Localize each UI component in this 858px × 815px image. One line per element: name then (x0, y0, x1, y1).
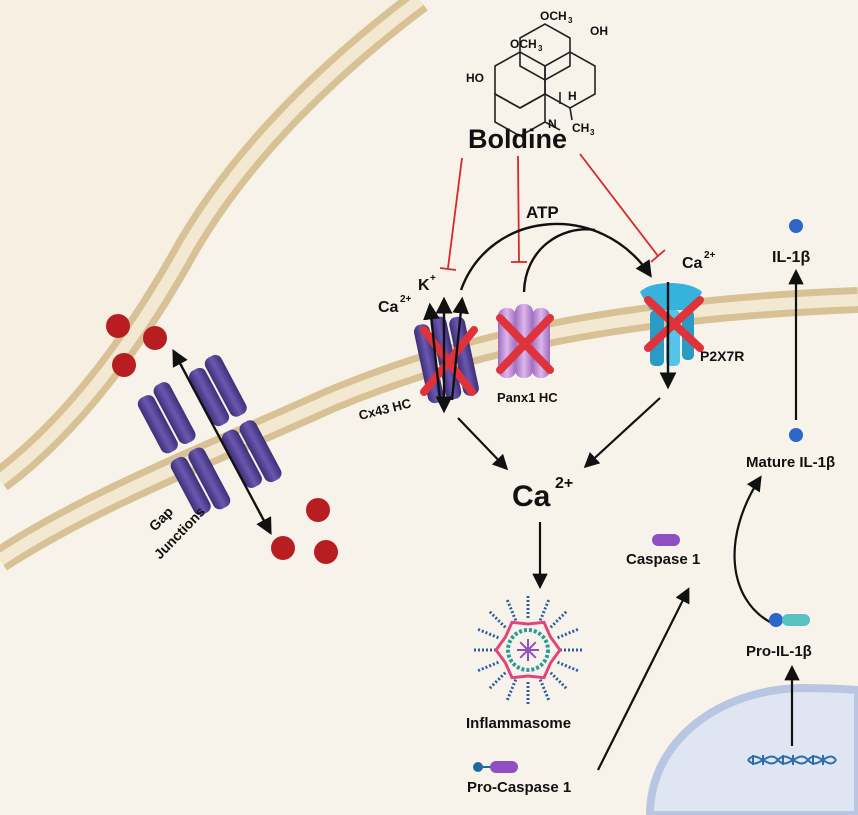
molecules (106, 314, 338, 564)
ocH3-left-label: OCH (510, 37, 537, 51)
inflammasome-spoke (538, 678, 551, 703)
mature-il1b-label: Mature IL-1β (746, 454, 835, 471)
il1b-dot (789, 219, 803, 233)
inflammasome-core (519, 641, 529, 651)
inhibition-lines (439, 153, 666, 271)
cx43-to-ca-arrow (457, 417, 509, 471)
inflammasome-icon (472, 594, 584, 706)
svg-text:2+: 2+ (400, 294, 412, 305)
panx1-label: Panx1 HC (497, 390, 558, 405)
ca-right-label: Ca (682, 255, 703, 272)
svg-text:+: + (430, 273, 436, 284)
atp-label: ATP (526, 203, 559, 222)
dna-icon (747, 755, 837, 765)
svg-text:2+: 2+ (704, 250, 716, 261)
inflammasome-spoke (505, 597, 518, 622)
atp-arrow (459, 222, 652, 291)
procaspase-to-caspase-arrow (597, 587, 690, 771)
boldine-structure (494, 23, 596, 137)
p2x7r-label: P2X7R (700, 348, 744, 364)
inflammasome-spoke (549, 671, 569, 691)
pro-caspase-label: Pro-Caspase 1 (467, 779, 571, 796)
pro-caspase-icon (490, 761, 518, 773)
ca-left-label: Ca (378, 299, 399, 316)
inflammasome-spoke (538, 597, 551, 622)
oh-label: OH (590, 24, 608, 38)
k-label: K (418, 277, 430, 294)
ch3-label: CH (572, 121, 589, 135)
h-label: H (568, 89, 577, 103)
inflammasome-spoke (556, 660, 581, 673)
pro-il1b-dot (769, 613, 783, 627)
inflammasome-spoke (487, 671, 507, 691)
inflammasome-ring (494, 620, 562, 680)
pro-caspase-dot (473, 762, 483, 772)
ho-label: HO (466, 71, 484, 85)
pro-to-mature-arrow (733, 475, 771, 623)
p2x7r-to-ca-arrow (583, 397, 661, 469)
k-efflux-arrow (450, 296, 470, 401)
inflammasome-spoke (549, 609, 569, 629)
pro-il1b-icon (782, 614, 810, 626)
svg-text:3: 3 (568, 16, 573, 25)
n-label: N (548, 117, 557, 131)
inflammasome-label: Inflammasome (466, 715, 571, 732)
p2x7r-cross (644, 296, 704, 352)
inflammasome-core (527, 649, 537, 659)
inflammasome-inner-ring (506, 628, 550, 672)
svg-text:2+: 2+ (555, 475, 573, 492)
panx1-cross (496, 314, 554, 374)
svg-text:3: 3 (538, 44, 543, 53)
svg-text:3: 3 (590, 128, 595, 137)
inflammasome-spoke (505, 678, 518, 703)
mature-il1b-dot (789, 428, 803, 442)
il1b-label: IL-1β (772, 249, 810, 266)
ca-cytosol-label: Ca (512, 480, 551, 513)
caspase-icon (652, 534, 680, 546)
gap-junction-arrow (172, 349, 272, 535)
inflammasome-spoke (556, 627, 581, 640)
nucleus (645, 683, 858, 815)
boldine-label: Boldine (468, 124, 567, 154)
inflammasome-spoke (475, 627, 500, 640)
pro-il1b-label: Pro-IL-1β (746, 643, 812, 660)
caspase-label: Caspase 1 (626, 551, 700, 568)
inflammasome-core (519, 649, 529, 659)
inflammasome-spoke (487, 609, 507, 629)
inflammasome-core (527, 641, 537, 651)
inflammasome-spoke (475, 660, 500, 673)
ocH3-top-label: OCH (540, 9, 567, 23)
